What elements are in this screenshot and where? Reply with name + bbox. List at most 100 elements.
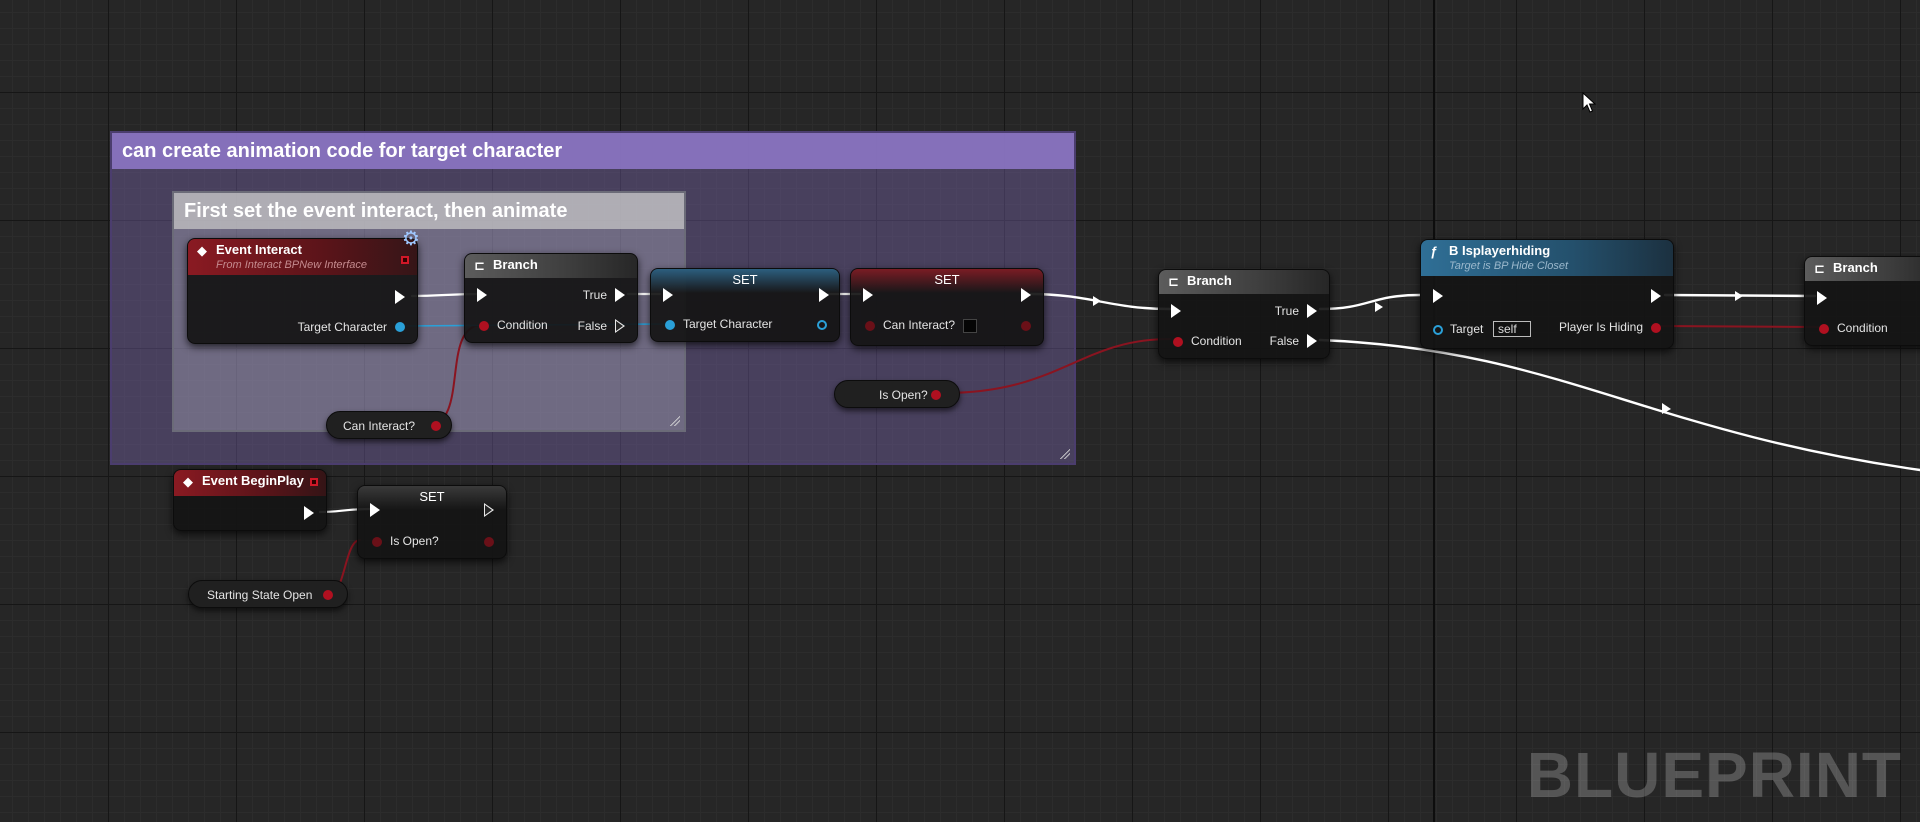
exec-input-pin[interactable]: [370, 503, 380, 517]
can-interact-input-pin[interactable]: [865, 321, 875, 331]
exec-output-pin[interactable]: [819, 288, 829, 302]
branch-icon: ⊏: [474, 258, 485, 273]
target-character-output-pin[interactable]: [817, 320, 827, 330]
node-title: Event Interact: [216, 242, 302, 257]
node-subtitle: From Interact BPNew Interface: [216, 259, 367, 271]
branch-node[interactable]: ⊏ Branch True Condition False: [464, 253, 638, 343]
node-header: ⊏ Branch: [465, 254, 637, 278]
pin-label: Target Character: [683, 317, 773, 331]
pin-label: Is Open?: [390, 534, 439, 548]
bool-wire: [943, 338, 1171, 394]
pin-label: False: [577, 319, 607, 333]
exec-input-pin[interactable]: [1171, 304, 1181, 318]
delegate-pin[interactable]: [310, 478, 318, 486]
node-title: SET: [934, 272, 960, 287]
pin-label: True: [582, 288, 607, 302]
pin-label: Player Is Hiding: [1558, 320, 1643, 334]
node-title: Event BeginPlay: [202, 473, 304, 488]
function-icon: ƒ: [1430, 244, 1438, 259]
delegate-pin[interactable]: [401, 256, 409, 264]
pin-label: True: [1274, 304, 1299, 318]
pin-label: Target Character: [297, 320, 387, 334]
condition-pin[interactable]: [479, 321, 489, 331]
starting-state-open-variable-node[interactable]: Starting State Open: [188, 580, 348, 608]
is-open-output-pin[interactable]: [931, 390, 941, 400]
comment-title: First set the event interact, then anima…: [174, 193, 684, 229]
can-interact-output-pin[interactable]: [1021, 321, 1031, 331]
comment-title: can create animation code for target cha…: [112, 133, 1074, 169]
exec-input-pin[interactable]: [1817, 291, 1827, 305]
resize-handle-icon[interactable]: [670, 416, 680, 426]
wire-arrow-icon: [1735, 291, 1743, 301]
exec-output-pin[interactable]: [1021, 288, 1031, 302]
node-header: SET: [358, 486, 506, 510]
graph-origin-axis: [1433, 0, 1435, 822]
is-open-output-pin[interactable]: [484, 537, 494, 547]
exec-input-pin[interactable]: [1433, 289, 1443, 303]
branch-icon: ⊏: [1814, 261, 1825, 276]
player-is-hiding-output-pin[interactable]: [1651, 323, 1661, 333]
pin-label: Condition: [1837, 321, 1888, 335]
mouse-cursor-icon: [1582, 92, 1597, 113]
pill-label: Can Interact?: [343, 419, 416, 433]
set-target-character-node[interactable]: SET Target Character: [650, 268, 840, 342]
event-beginplay-node[interactable]: ◆ Event BeginPlay: [173, 469, 327, 531]
target-character-pin[interactable]: [395, 322, 405, 332]
is-open-variable-node[interactable]: Is Open?: [834, 380, 960, 408]
exec-wire: [1318, 338, 1920, 472]
node-header: ◆ Event BeginPlay: [174, 470, 326, 496]
exec-output-pin[interactable]: [395, 290, 405, 304]
exec-false-pin[interactable]: [1307, 334, 1317, 348]
branch-icon: ⊏: [1168, 274, 1179, 289]
node-subtitle: Target is BP Hide Closet: [1449, 260, 1569, 272]
exec-true-pin[interactable]: [615, 288, 625, 302]
node-title: SET: [419, 489, 445, 504]
set-can-interact-node[interactable]: SET Can Interact?: [850, 268, 1044, 346]
exec-input-pin[interactable]: [663, 288, 673, 302]
blueprint-watermark: BLUEPRINT: [1526, 739, 1902, 811]
condition-pin[interactable]: [1819, 324, 1829, 334]
exec-input-pin[interactable]: [477, 288, 487, 302]
can-interact-checkbox[interactable]: [963, 319, 977, 333]
is-open-input-pin[interactable]: [372, 537, 382, 547]
can-interact-variable-node[interactable]: Can Interact?: [326, 411, 452, 439]
node-header: ƒ B Isplayerhiding: [1421, 240, 1673, 276]
pin-label: Target: [1450, 322, 1484, 336]
is-player-hiding-function-node[interactable]: ƒ B Isplayerhiding Target is BP Hide Clo…: [1420, 239, 1674, 349]
node-title: Branch: [493, 257, 538, 272]
node-header: SET: [651, 269, 839, 293]
exec-output-pin[interactable]: [484, 503, 494, 517]
exec-output-pin[interactable]: [1651, 289, 1661, 303]
node-title: Branch: [1187, 273, 1232, 288]
wire-arrow-icon: [1375, 302, 1383, 312]
pin-label: Condition: [1191, 334, 1242, 348]
exec-output-pin[interactable]: [304, 506, 314, 520]
event-interact-node[interactable]: ◆ Event Interact From Interact BPNew Int…: [187, 238, 418, 344]
resize-handle-icon[interactable]: [1060, 449, 1070, 459]
node-header: SET: [851, 269, 1043, 293]
target-self-field[interactable]: self: [1493, 321, 1531, 337]
branch-node[interactable]: ⊏ Branch Condition: [1804, 256, 1920, 346]
exec-input-pin[interactable]: [863, 288, 873, 302]
wire-arrow-icon: [1093, 296, 1101, 306]
exec-false-pin[interactable]: [615, 319, 625, 333]
pin-label: Condition: [497, 318, 548, 332]
pin-label: Can Interact?: [883, 318, 956, 332]
node-header: ⊏ Branch: [1159, 270, 1329, 294]
event-diamond-icon: ◆: [183, 474, 193, 489]
target-character-input-pin[interactable]: [665, 320, 675, 330]
set-is-open-node[interactable]: SET Is Open?: [357, 485, 507, 559]
exec-true-pin[interactable]: [1307, 304, 1317, 318]
node-header: ◆ Event Interact: [188, 239, 417, 275]
node-title: B Isplayerhiding: [1449, 243, 1551, 258]
node-title: Branch: [1833, 260, 1878, 275]
condition-pin[interactable]: [1173, 337, 1183, 347]
target-input-pin[interactable]: [1433, 325, 1443, 335]
event-diamond-icon: ◆: [197, 243, 207, 258]
can-interact-output-pin[interactable]: [431, 421, 441, 431]
pin-label: False: [1269, 334, 1299, 348]
branch-node[interactable]: ⊏ Branch True Condition False: [1158, 269, 1330, 359]
starting-state-open-output-pin[interactable]: [323, 590, 333, 600]
node-header: ⊏ Branch: [1805, 257, 1920, 281]
